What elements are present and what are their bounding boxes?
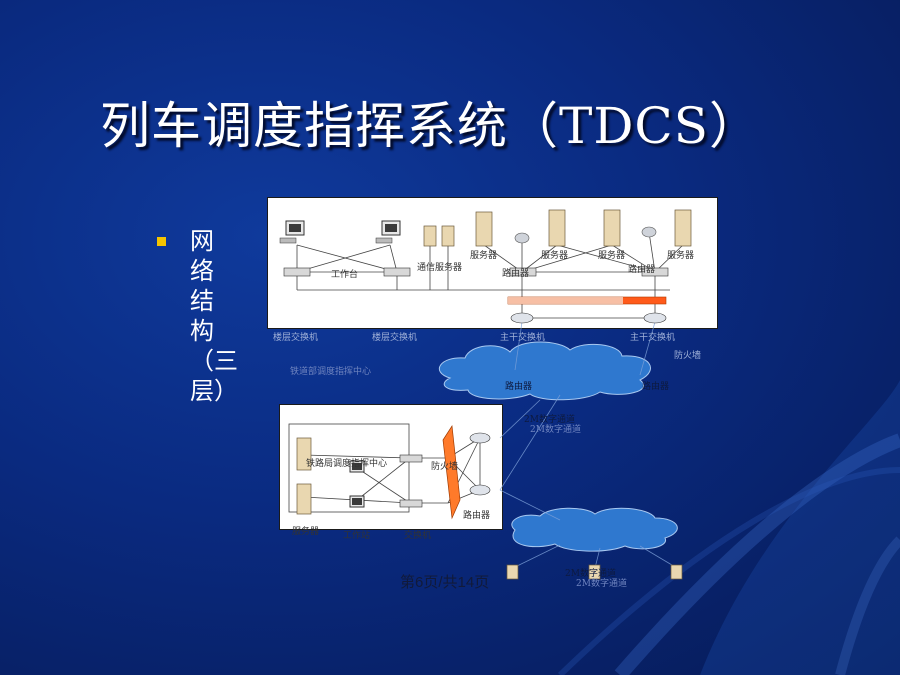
label-floor-switch-2: 楼层交换机 (372, 333, 418, 343)
label-core-switch-1: 主干交换机 (500, 333, 546, 343)
cloud-upper (438, 341, 651, 401)
top-network-panel (267, 197, 718, 329)
label-digital-channel-2-ghost: 2M数字通道 (576, 579, 627, 589)
bullet-marker (157, 237, 166, 246)
label-router-bottom: 路由器 (463, 511, 491, 521)
label-firewall-top: 防火墙 (674, 351, 702, 361)
label-floor-switch-1: 楼层交换机 (273, 333, 319, 343)
label-digital-channel-1: 2M数字通道 (524, 415, 575, 425)
label-core-switch-2: 主干交换机 (630, 333, 676, 343)
workstation-icons (279, 220, 401, 244)
label-cloud-router-1: 路由器 (505, 382, 533, 392)
label-server-3: 服务器 (598, 251, 626, 261)
label-server-1: 服务器 (470, 251, 498, 261)
label-firewall-bottom: 防火墙 (431, 462, 459, 472)
label-switch-bottom: 交换机 (404, 531, 432, 541)
label-railway-bureau-center: 铁路局调度指挥中心 (306, 459, 388, 469)
label-router-left: 路由器 (502, 269, 530, 279)
label-workstation: 工作台 (331, 270, 359, 280)
label-router-right: 路由器 (628, 265, 656, 275)
page-indicator: 第6页/共14页 (400, 574, 490, 591)
label-workstation-bottom: 工作站 (343, 531, 371, 541)
cloud-lower (511, 507, 678, 552)
label-comm-server: 通信服务器 (417, 263, 463, 273)
label-server-2: 服务器 (541, 251, 569, 261)
label-digital-channel-1-ghost: 2M数字通道 (530, 425, 581, 435)
label-digital-channel-2: 2M数字通道 (565, 569, 616, 579)
label-server-4: 服务器 (667, 251, 695, 261)
label-cloud-router-2: 路由器 (642, 382, 670, 392)
label-server-bottom: 服务器 (292, 527, 320, 537)
slide-title: 列车调度指挥系统（TDCS） (100, 97, 760, 155)
label-ministry-center: 铁道部调度指挥中心 (290, 367, 372, 377)
